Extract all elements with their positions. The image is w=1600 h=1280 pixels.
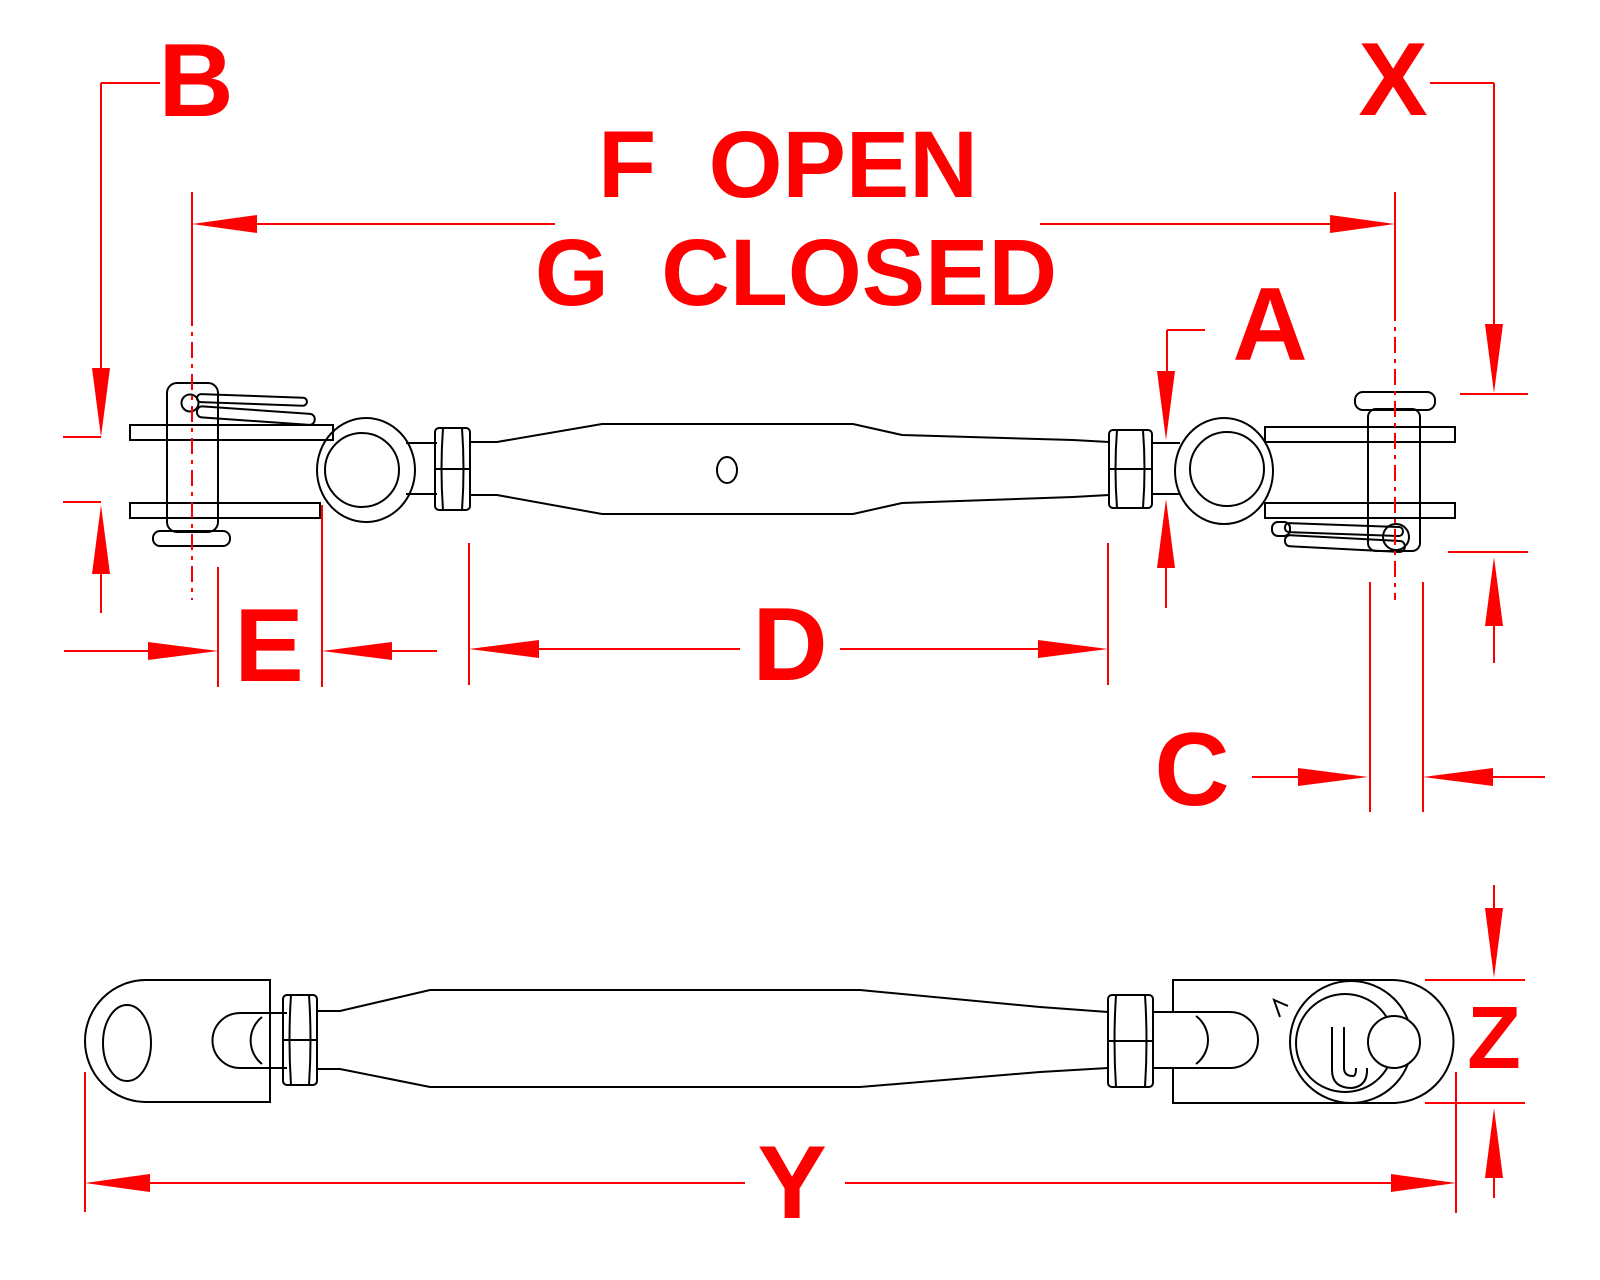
right-cotter-pin	[1271, 521, 1410, 554]
cotter-wire-tip	[1272, 998, 1289, 1018]
left-cotter-pin	[180, 393, 316, 426]
bottom-right-hex-nut	[1107, 994, 1154, 1088]
dim-label-z: Z	[1467, 988, 1521, 1087]
body-center-hole	[716, 456, 738, 484]
bottom-body	[317, 989, 1109, 1088]
turnbuckle-body	[470, 423, 1110, 515]
note-f-open: F OPEN	[598, 112, 978, 218]
cotter-wire	[1331, 1027, 1369, 1090]
top-view-part	[129, 382, 1456, 554]
dim-label-b: B	[158, 23, 234, 139]
dim-y-lines	[84, 1072, 1457, 1213]
pin-centerlines	[191, 305, 1396, 600]
dimensions	[63, 82, 1545, 1213]
right-hex-nut	[1108, 429, 1153, 509]
dim-label-y: Y	[757, 1125, 827, 1241]
dim-d-lines	[468, 543, 1109, 685]
dim-label-a: A	[1232, 267, 1308, 383]
dim-z-lines	[1425, 885, 1525, 1198]
dim-label-c: C	[1154, 712, 1230, 828]
cotter-ring-eye	[1367, 1015, 1421, 1069]
dim-label-d: D	[752, 587, 828, 703]
dim-x-lines	[1430, 82, 1528, 663]
dim-label-x: X	[1358, 22, 1428, 138]
dim-a-lines	[1157, 329, 1205, 608]
bottom-left-jaw-plate	[84, 979, 271, 1103]
bottom-right-jaw-plate	[1172, 979, 1455, 1104]
bottom-left-hex-nut	[282, 994, 318, 1086]
right-eye	[1152, 417, 1274, 525]
left-jaw-pin-hole	[102, 1004, 152, 1082]
dim-e-lines	[64, 505, 437, 687]
right-jaw	[1264, 391, 1456, 554]
dim-b-lines	[63, 82, 160, 613]
left-eye	[316, 417, 437, 523]
dim-label-e: E	[234, 588, 304, 704]
left-jaw	[129, 382, 334, 547]
bottom-left-stud	[211, 1012, 287, 1069]
dim-f-g-lines	[191, 192, 1396, 600]
bottom-view-part	[84, 979, 1455, 1104]
note-g-closed: G CLOSED	[534, 220, 1058, 326]
bottom-right-stud	[1153, 1011, 1259, 1069]
dim-c-lines	[1252, 582, 1545, 812]
left-hex-nut	[434, 427, 471, 511]
